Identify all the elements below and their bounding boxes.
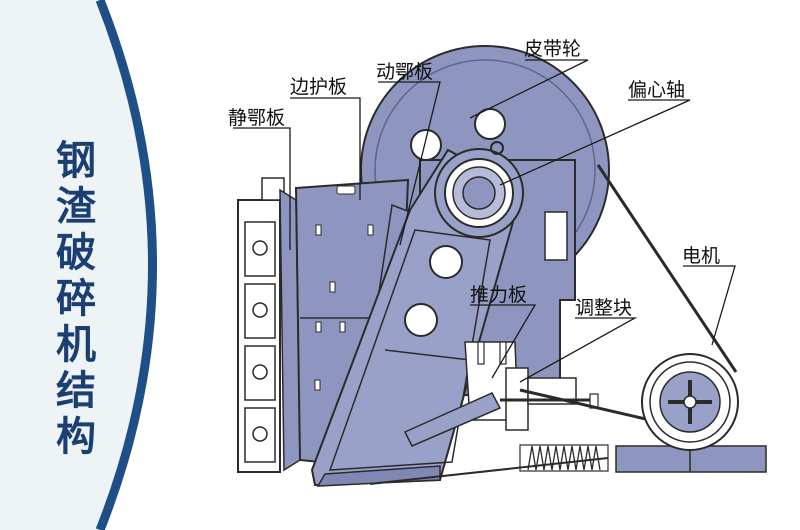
title-char: 机 — [56, 322, 96, 368]
adjust-block — [500, 367, 599, 431]
eccentric-bearing — [434, 141, 524, 238]
label-pulley: 皮带轮 — [524, 38, 582, 60]
label-moving-jaw: 动鄂板 — [376, 61, 434, 83]
label-adjust-block: 调整块 — [575, 297, 633, 319]
pulley-hole — [410, 129, 442, 161]
label-static-jaw: 静鄂板 — [228, 107, 286, 129]
pulley-hole — [474, 108, 506, 140]
leader-lines — [233, 59, 736, 383]
title-char: 渣 — [56, 184, 96, 230]
jaw-hole — [429, 245, 463, 279]
drive-belt — [519, 164, 738, 422]
side-panel-border — [95, 0, 157, 530]
title-char: 结 — [56, 368, 96, 414]
frame-notch — [544, 211, 568, 261]
title-char: 碎 — [56, 276, 96, 322]
front-frame — [237, 177, 285, 473]
title-char: 构 — [56, 414, 96, 460]
motor — [615, 353, 767, 473]
label-eccentric-shaft: 偏心轴 — [628, 79, 686, 101]
title-char: 钢 — [56, 138, 96, 184]
label-toggle-plate: 推力板 — [470, 284, 528, 306]
side-panel — [0, 0, 153, 530]
jaw-hole — [404, 303, 438, 337]
title-char: 破 — [56, 230, 96, 276]
side-title: 钢 渣 破 碎 机 结 构 — [40, 138, 112, 460]
label-motor: 电机 — [682, 245, 721, 267]
label-side-guard: 边护板 — [290, 76, 348, 98]
spring — [369, 444, 609, 485]
